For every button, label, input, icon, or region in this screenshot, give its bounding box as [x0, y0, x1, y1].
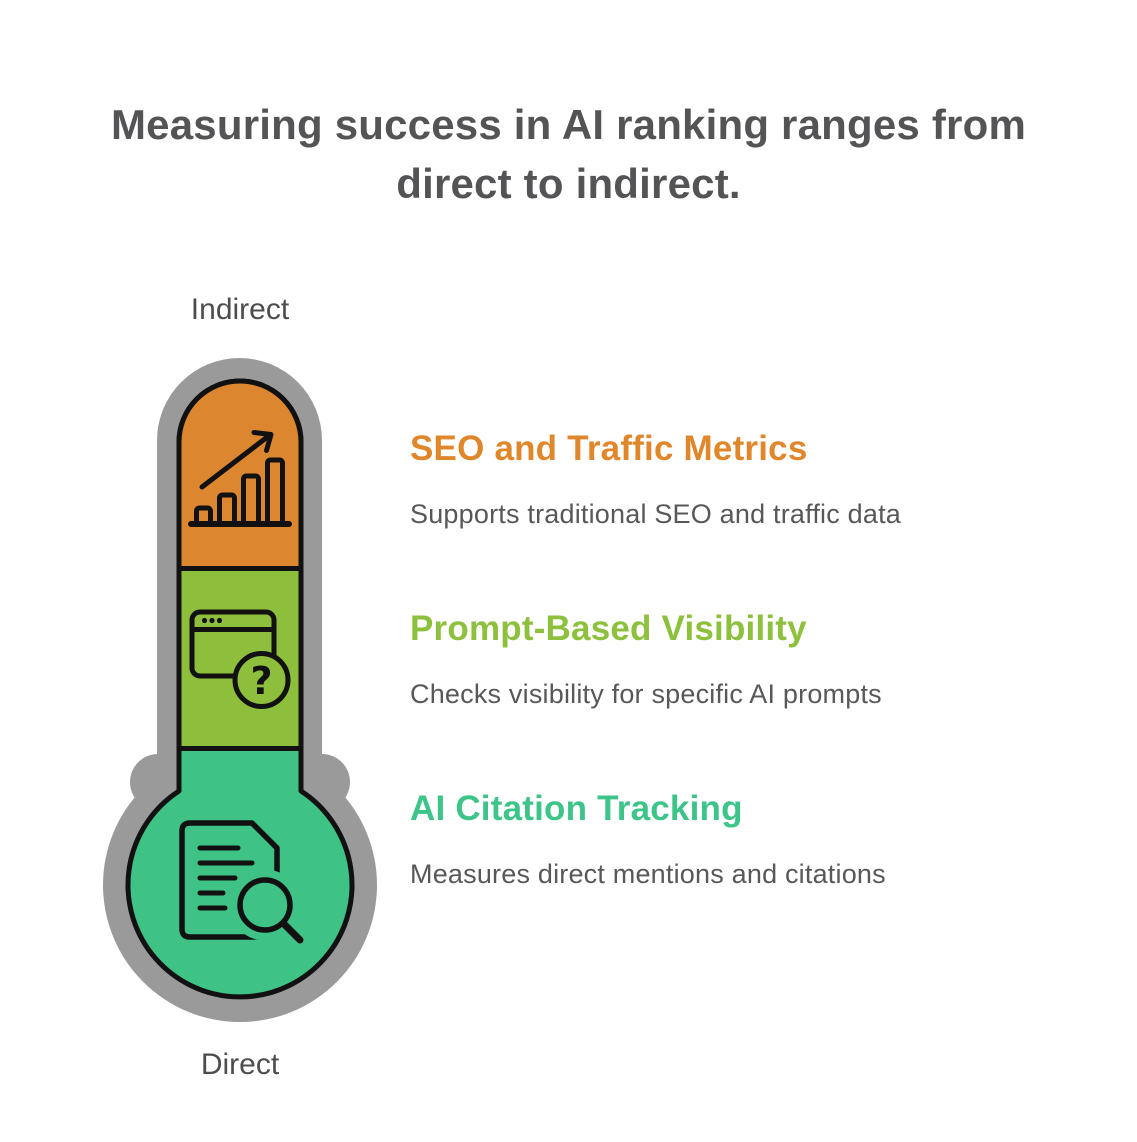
question-mark-glyph: ? — [250, 659, 272, 703]
section-description-citation: Measures direct mentions and citations — [410, 859, 886, 889]
section-prompt-visibility: Prompt-Based Visibility Checks visibilit… — [410, 608, 1070, 711]
section-heading-seo: SEO and Traffic Metrics — [410, 429, 808, 468]
section-ai-citation: AI Citation Tracking Measures direct men… — [410, 788, 1070, 891]
indirect-label: Indirect — [190, 293, 290, 326]
browser-question-icon: ? — [189, 609, 291, 709]
growth-chart-icon — [188, 430, 292, 527]
document-search-icon — [179, 820, 304, 944]
section-description-prompt: Checks visibility for specific AI prompt… — [410, 679, 882, 709]
page-title: Measuring success in AI ranking ranges f… — [40, 95, 1097, 213]
magnifier-lens — [237, 877, 293, 933]
question-circle — [232, 651, 291, 709]
section-description-seo: Supports traditional SEO and traffic dat… — [410, 499, 901, 529]
section-seo-traffic: SEO and Traffic Metrics Supports traditi… — [410, 428, 1070, 531]
title-line-1: Measuring success in AI ranking ranges f… — [111, 101, 1026, 148]
middle-segment — [176, 566, 304, 751]
section-heading-citation: AI Citation Tracking — [410, 789, 743, 828]
section-heading-prompt: Prompt-Based Visibility — [410, 609, 807, 648]
magnifier-handle — [280, 920, 304, 944]
direct-label: Direct — [200, 1048, 280, 1081]
title-line-2: direct to indirect. — [396, 160, 741, 207]
